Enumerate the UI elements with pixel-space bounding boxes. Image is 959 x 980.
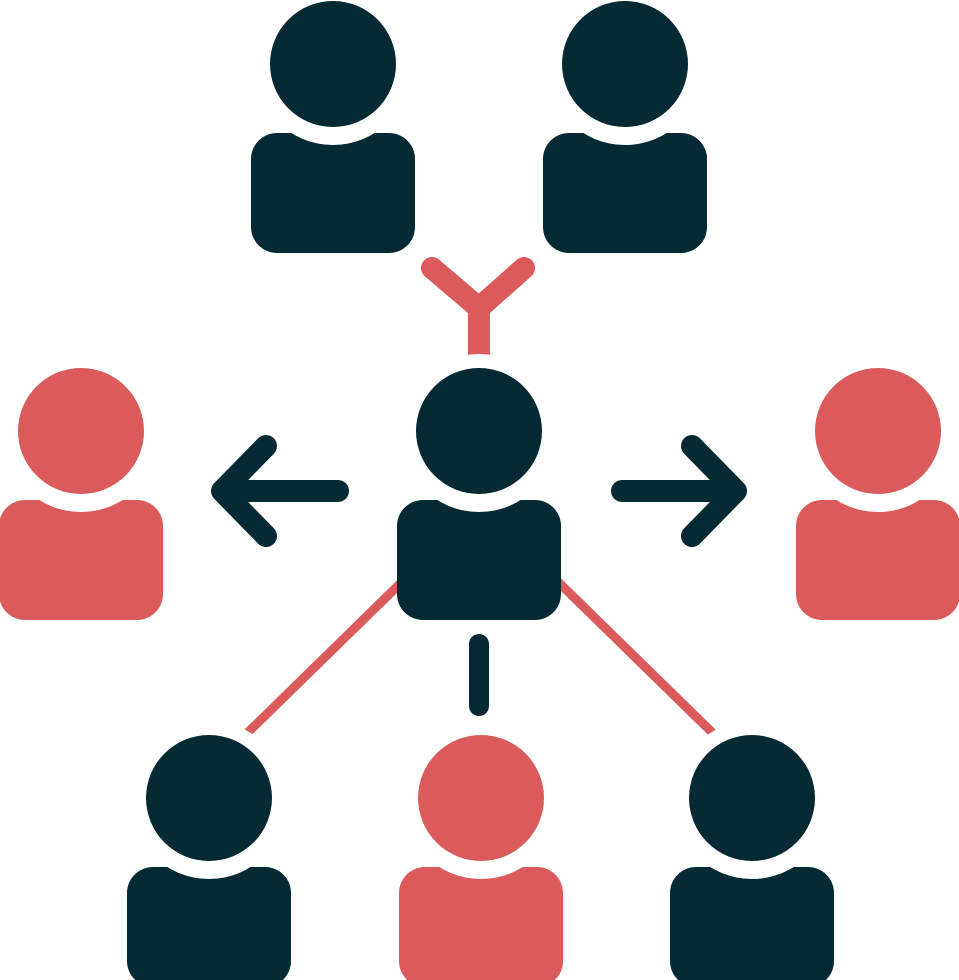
person-bottom-right-icon xyxy=(670,721,834,980)
link-line-bottom-right-icon xyxy=(543,567,733,753)
left-arrow-icon xyxy=(211,435,349,547)
person-body xyxy=(127,867,291,980)
person-top-left-icon xyxy=(251,0,415,253)
person-body xyxy=(796,500,959,620)
person-center-icon xyxy=(397,354,561,620)
person-head xyxy=(689,735,815,861)
person-left-icon xyxy=(0,354,163,620)
person-right-icon xyxy=(796,354,959,620)
person-body xyxy=(397,500,561,620)
person-head xyxy=(270,1,396,127)
person-head xyxy=(416,368,542,494)
right-arrow-icon xyxy=(611,435,747,547)
person-body xyxy=(251,133,415,253)
person-top-right-icon xyxy=(543,0,707,253)
person-body xyxy=(670,867,834,980)
person-body xyxy=(543,133,707,253)
person-head xyxy=(18,368,144,494)
person-head xyxy=(418,735,544,861)
person-head xyxy=(562,1,688,127)
person-body xyxy=(0,500,163,620)
person-bottom-left-icon xyxy=(127,721,291,980)
person-head xyxy=(146,735,272,861)
person-body xyxy=(399,867,563,980)
person-bottom-center-icon xyxy=(399,721,563,980)
person-head xyxy=(815,368,941,494)
link-line-bottom-left-icon xyxy=(227,567,417,753)
